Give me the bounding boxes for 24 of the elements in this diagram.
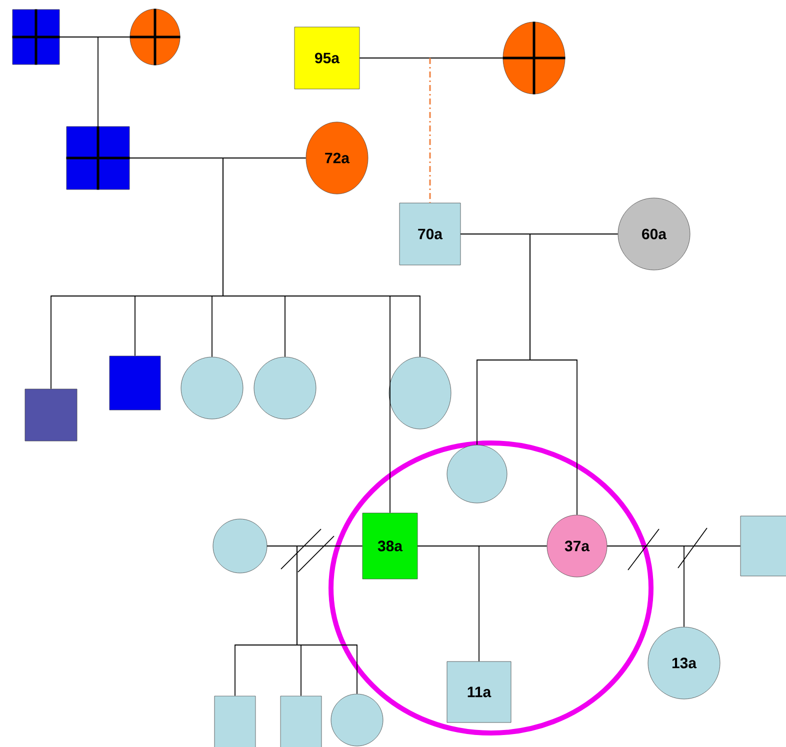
pedigree-circle bbox=[130, 8, 180, 66]
pedigree-circle bbox=[446, 444, 508, 504]
pedigree-circle bbox=[330, 694, 384, 746]
descent-line bbox=[266, 546, 358, 694]
descent-line bbox=[129, 158, 420, 358]
descent-line bbox=[417, 546, 480, 662]
pedigree-square: 11a bbox=[446, 661, 512, 723]
descent-line bbox=[59, 36, 98, 127]
pedigree-square bbox=[66, 126, 130, 190]
pedigree-square bbox=[24, 388, 78, 442]
descent-line bbox=[359, 58, 431, 203]
pedigree-circle bbox=[180, 356, 244, 420]
pedigree-square: 95a bbox=[294, 26, 360, 90]
pedigree-square: 38a bbox=[362, 512, 418, 580]
pedigree-square: 70a bbox=[399, 202, 461, 266]
pedigree-square bbox=[12, 9, 60, 65]
descent-line bbox=[606, 546, 684, 628]
pedigree-circle bbox=[212, 518, 268, 574]
pedigree-circle bbox=[254, 356, 316, 420]
descent-line bbox=[460, 234, 578, 516]
pedigree-circle bbox=[502, 22, 566, 94]
pedigree-square bbox=[740, 516, 786, 576]
pedigree-circle bbox=[388, 356, 452, 430]
pedigree-square bbox=[109, 356, 161, 410]
